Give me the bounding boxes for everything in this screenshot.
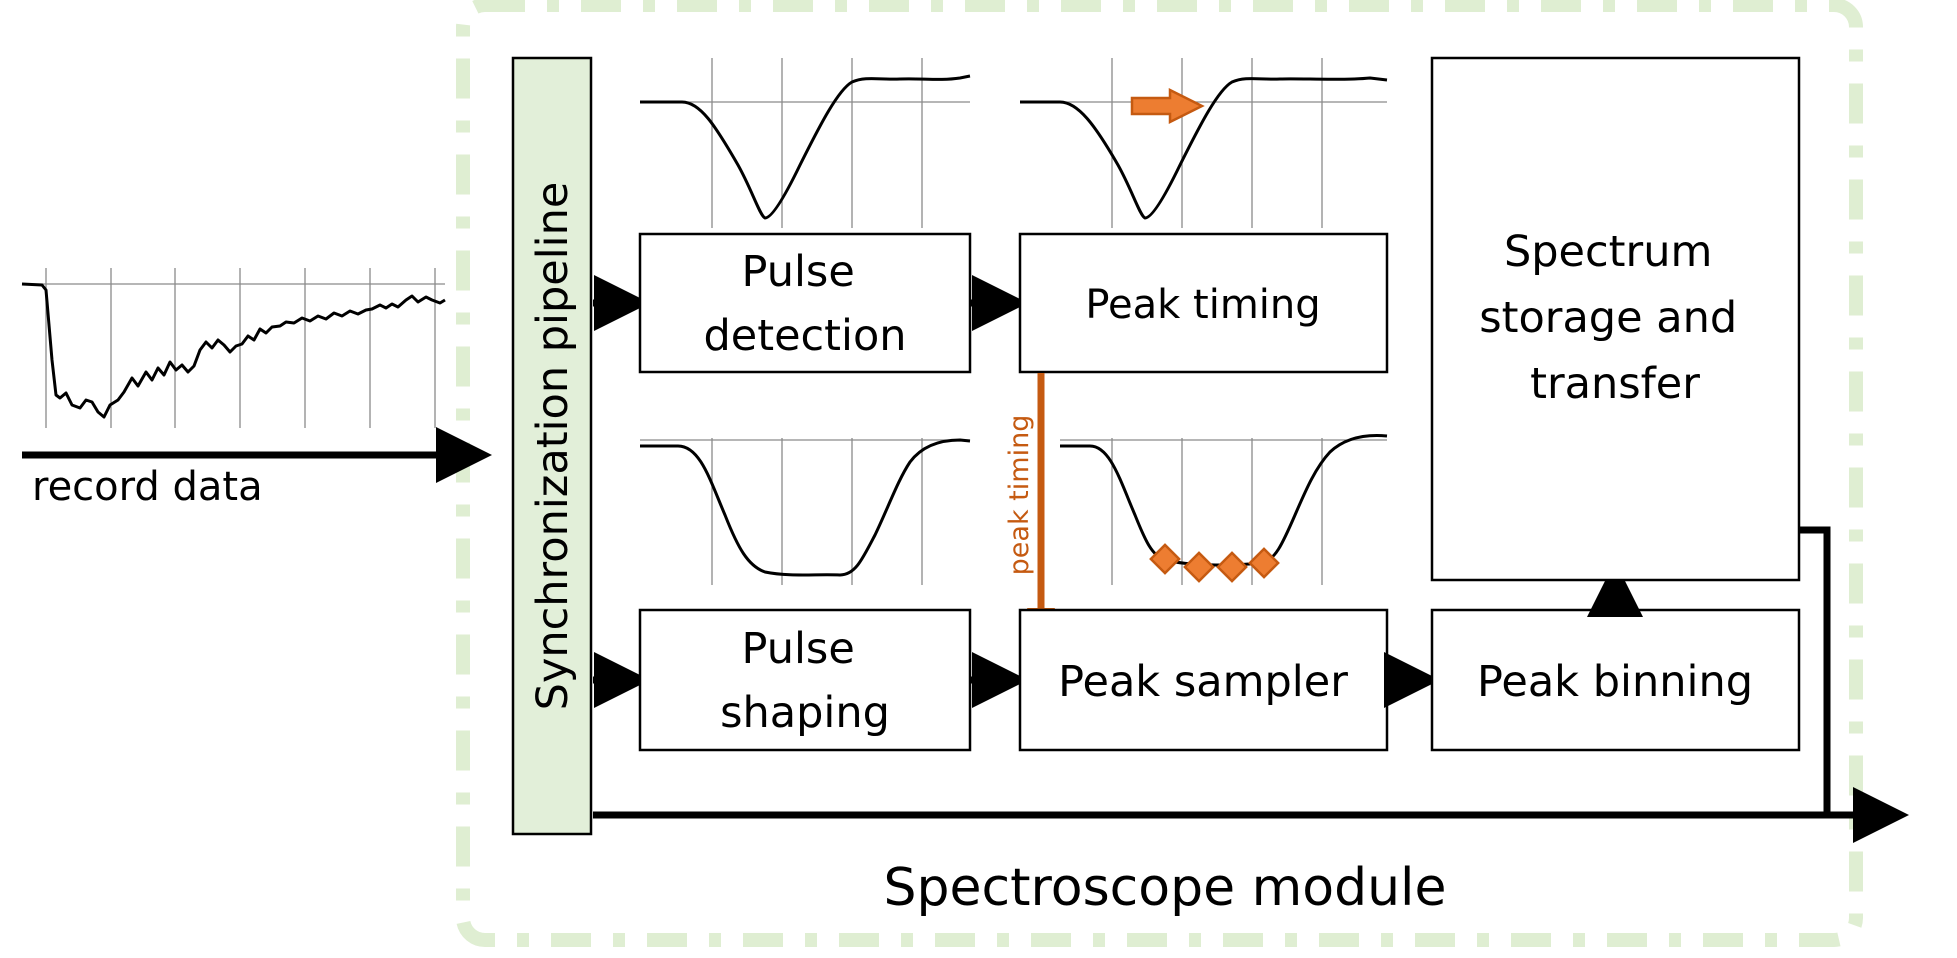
pulse-detection-label: Pulse detection <box>703 247 906 361</box>
peak-timing-label: Peak timing <box>1085 282 1320 328</box>
sample-points <box>1149 543 1280 583</box>
pulse-shaping-label: Pulse shaping <box>720 624 890 738</box>
peak-binning-label: Peak binning <box>1477 657 1753 707</box>
pulse-shaping-box <box>638 608 972 752</box>
peak-sampler-waveform <box>1060 434 1388 585</box>
pulse-detection-box <box>638 232 972 374</box>
synchronization-pipeline-label: Synchronization pipeline <box>528 182 578 711</box>
peak-sampler-label: Peak sampler <box>1058 657 1348 707</box>
synchronization-pipeline-box <box>511 56 593 836</box>
peak-timing-signal-label: peak timing <box>1004 415 1035 576</box>
peak-timing-marker-arrow <box>1130 87 1205 125</box>
storage-output-line <box>1799 526 1831 815</box>
record-data-label: record data <box>32 464 263 510</box>
module-title: Spectroscope module <box>884 858 1447 918</box>
pulse-shaping-waveform <box>640 438 971 585</box>
peak-timing-box <box>1018 232 1389 374</box>
peak-timing-waveform <box>1020 58 1388 228</box>
pulse-detection-waveform <box>640 58 971 228</box>
spectrum-storage-box <box>1430 56 1801 582</box>
peak-sampler-box <box>1018 608 1389 752</box>
spectrum-storage-label: Spectrum storage and transfer <box>1479 227 1751 409</box>
peak-binning-box <box>1430 608 1801 752</box>
input-waveform <box>21 268 446 428</box>
